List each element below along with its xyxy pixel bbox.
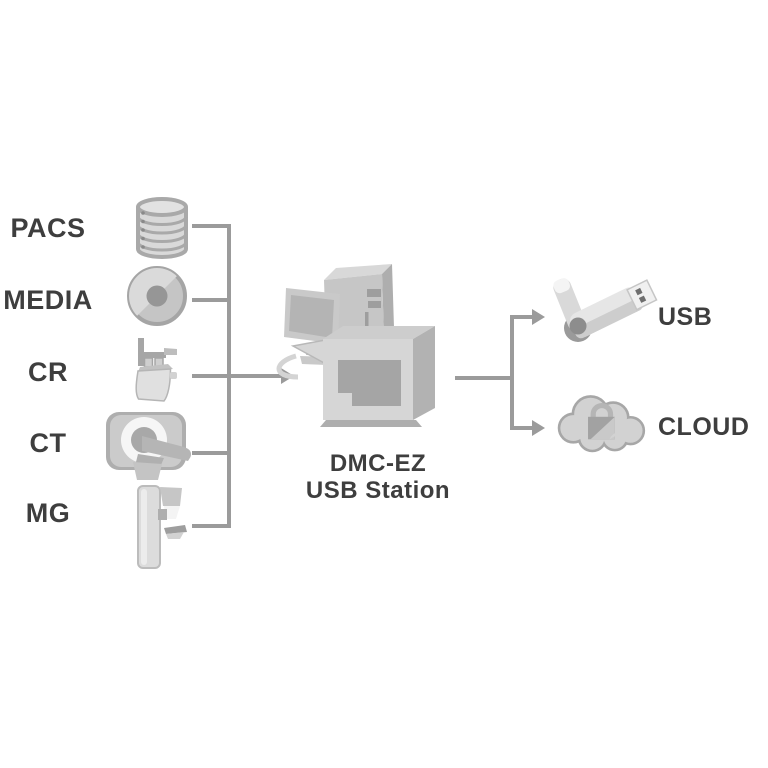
- label-mg: MG: [25, 498, 71, 528]
- ct-branch-line: [192, 451, 231, 455]
- label-usb: USB: [658, 303, 713, 331]
- usb-arrow-line: [510, 315, 534, 319]
- left-bus-line: [227, 224, 231, 528]
- cr-branch-line: [192, 374, 282, 378]
- station-title-line1: DMC-EZ: [329, 450, 427, 477]
- arrow-to-cloud: [532, 420, 545, 436]
- cloud-arrow-line: [510, 426, 534, 430]
- right-bus-line: [510, 315, 514, 430]
- station-title: DMC-EZ USB Station: [283, 450, 473, 504]
- media-branch-line: [192, 298, 231, 302]
- station-title-line2: USB Station: [305, 477, 451, 504]
- arrow-into-station: [281, 368, 294, 384]
- label-pacs: PACS: [10, 213, 86, 243]
- label-cr: CR: [28, 357, 68, 387]
- pacs-branch-line: [192, 224, 231, 228]
- label-media: MEDIA: [3, 285, 93, 315]
- label-cloud: CLOUD: [658, 413, 750, 441]
- station-out-line: [455, 376, 512, 380]
- arrow-to-usb: [532, 309, 545, 325]
- mg-branch-line: [192, 524, 231, 528]
- label-ct: CT: [29, 428, 67, 458]
